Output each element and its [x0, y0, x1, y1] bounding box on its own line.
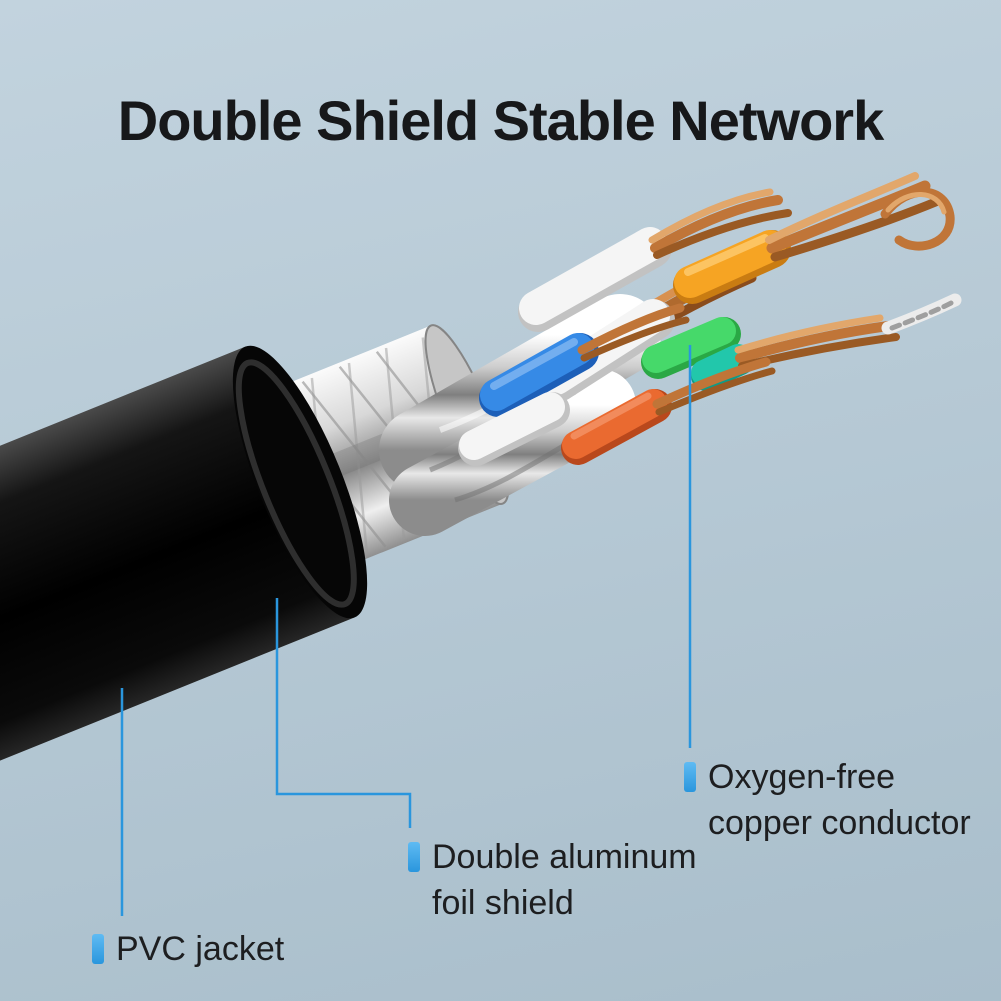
callout-label-foil-shield: Double aluminum foil shield: [408, 834, 697, 926]
callout-marker-icon: [684, 762, 696, 792]
copper-strands: [652, 357, 776, 416]
wire-orange: [673, 230, 791, 304]
headline: Double Shield Stable Network: [117, 89, 884, 152]
callout-marker-icon: [92, 934, 104, 964]
callout-lines: [120, 345, 692, 916]
wire-white-3: [458, 392, 570, 466]
copper-strands: [577, 303, 690, 362]
copper-strands: [765, 172, 955, 262]
wire-blue: [479, 333, 599, 417]
callout-label-copper-conductor: Oxygen-free copper conductor: [684, 754, 971, 846]
callout-text: PVC jacket: [116, 930, 285, 968]
wire-red: [561, 389, 672, 465]
callout-text: Double aluminum: [432, 838, 697, 876]
twisted-pairs: [458, 172, 962, 466]
callout-text: foil shield: [432, 884, 574, 922]
callout-text: Oxygen-free: [708, 758, 896, 796]
callout-label-pvc-jacket: PVC jacket: [92, 926, 284, 972]
wire-white-1: [518, 227, 672, 332]
wire-teal: [691, 344, 755, 391]
bare-twisted-tip: [881, 293, 962, 335]
callout-text: copper conductor: [708, 804, 971, 842]
cable-body: [0, 324, 510, 843]
callout-marker-icon: [408, 842, 420, 872]
pvc-jacket-part: [0, 345, 368, 843]
copper-strands: [648, 188, 792, 259]
callout-line-foil-shield: [275, 598, 412, 828]
